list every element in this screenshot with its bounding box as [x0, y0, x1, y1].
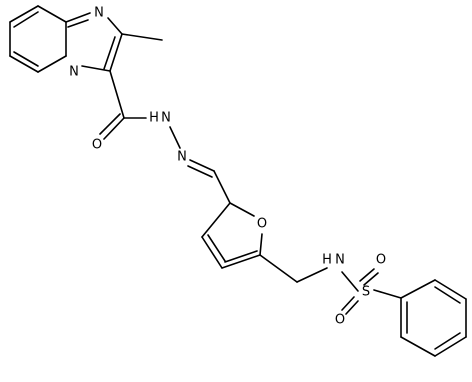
imidazopyridine-bonds — [9, 5, 163, 140]
furan-bonds — [201, 170, 328, 283]
hydrazone-linker-bonds — [169, 126, 215, 178]
atom-label-sulfonamide-hydrogen: H — [322, 253, 332, 268]
atom-label-bridge-nitrogen: N — [69, 65, 79, 80]
atom-labels: N N O N H N O N H S O O — [69, 6, 386, 328]
atom-label-sulfur: S — [362, 285, 370, 300]
atom-label-hydrazide-nitrogen: N — [161, 111, 171, 126]
atom-label-sulfonamide-nitrogen: N — [335, 253, 345, 268]
atom-label-ring-nitrogen: N — [94, 6, 104, 21]
atom-label-carbonyl-oxygen: O — [92, 138, 102, 153]
atom-label-sulfonyl-oxygen-lower: O — [335, 313, 345, 328]
atom-label-furan-oxygen: O — [257, 217, 267, 232]
atom-label-sulfonyl-oxygen-upper: O — [376, 253, 386, 268]
atom-label-hydrazone-nitrogen: N — [177, 150, 187, 165]
sulfonyl-phenyl-bonds — [341, 268, 467, 357]
atom-label-hydrazide-hydrogen: H — [149, 111, 159, 126]
